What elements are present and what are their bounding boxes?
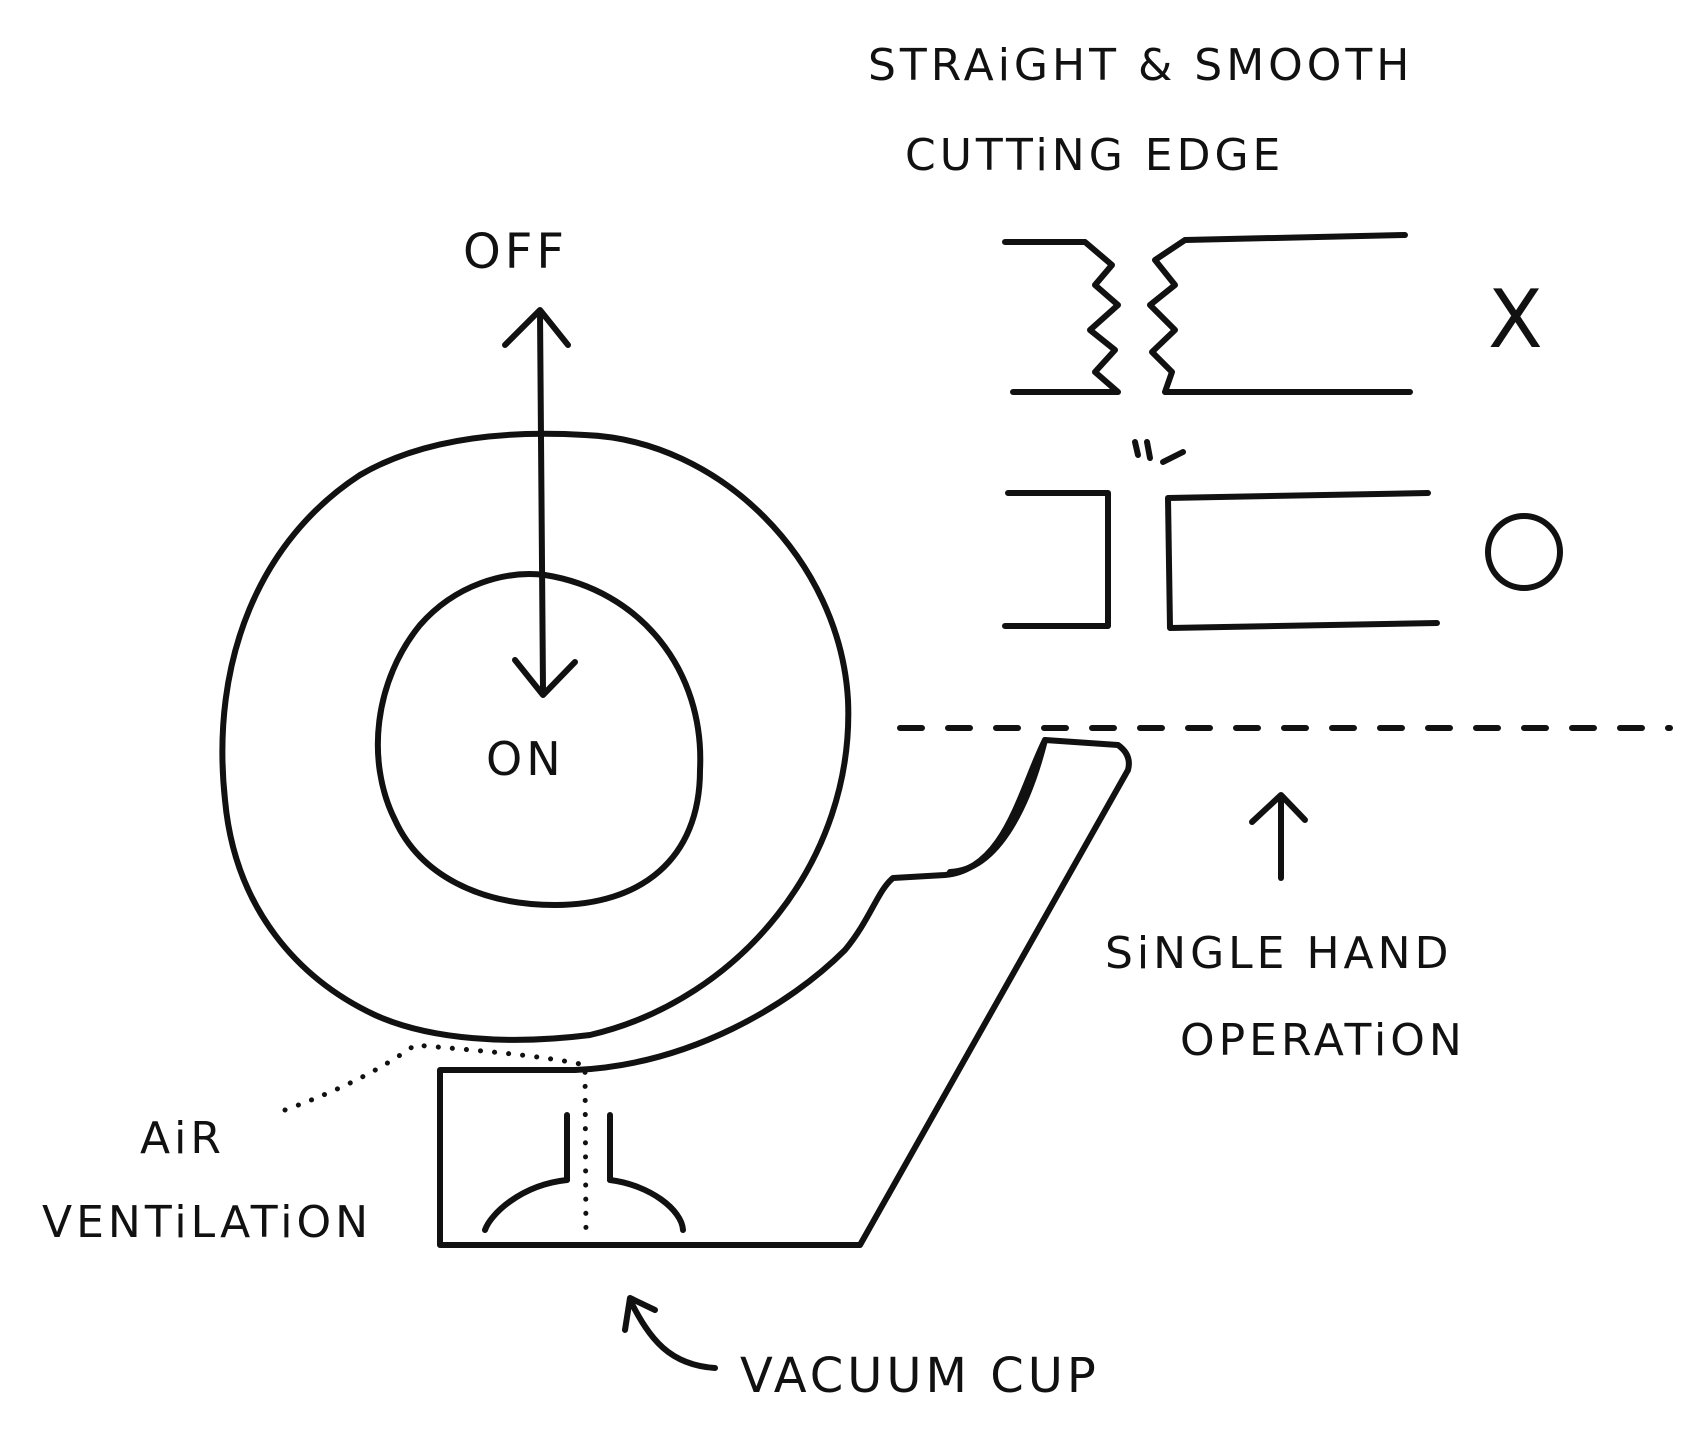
smooth-edge-left-piece	[1002, 490, 1111, 629]
single-hand-label-line2: OPERATiON	[1180, 1015, 1466, 1066]
vacuum-cup-label: VACUUM CUP	[740, 1348, 1100, 1404]
tape-roll-outer-ring	[219, 430, 852, 1043]
off-arrow-head	[502, 307, 571, 348]
dispenser-arm-inner-edge	[947, 737, 1048, 875]
ragged-edge-left-piece	[1002, 239, 1121, 395]
single-hand-arrow-head	[1249, 792, 1308, 825]
dispenser-body	[437, 737, 1132, 1248]
on-label: ON	[486, 732, 565, 786]
air-ventilation-dotted-line	[282, 1042, 589, 1243]
air-ventilation-label-line1: AiR	[140, 1113, 225, 1164]
suction-cup-dome-right	[607, 1177, 686, 1233]
cut-spark-mark-3	[1160, 449, 1186, 465]
on-arrow-head	[512, 657, 578, 698]
cutting-edge-title-line1: STRAiGHT & SMOOTH	[868, 40, 1413, 91]
air-ventilation-label-line2: VENTiLATiON	[42, 1197, 372, 1248]
tape-roll-inner-core	[374, 571, 704, 908]
wrong-mark: X	[1488, 273, 1547, 366]
cut-spark-mark-2	[1144, 439, 1153, 461]
vacuum-cup-arrow-head	[622, 1295, 658, 1333]
vacuum-cup-arrow	[627, 1297, 718, 1371]
smooth-edge-right-piece	[1165, 490, 1440, 631]
right-mark-circle	[1485, 513, 1563, 591]
off-label: OFF	[463, 224, 568, 280]
cut-spark-mark-1	[1132, 439, 1141, 458]
ragged-edge-right-piece	[1147, 232, 1413, 395]
right-mark-text: O	[1524, 551, 1529, 553]
on-off-arrow-shaft	[537, 309, 546, 693]
cutting-edge-title-line2: CUTTiNG EDGE	[905, 130, 1284, 181]
suction-cup-dome-left	[482, 1177, 570, 1233]
single-hand-label-line1: SiNGLE HAND	[1105, 928, 1452, 979]
